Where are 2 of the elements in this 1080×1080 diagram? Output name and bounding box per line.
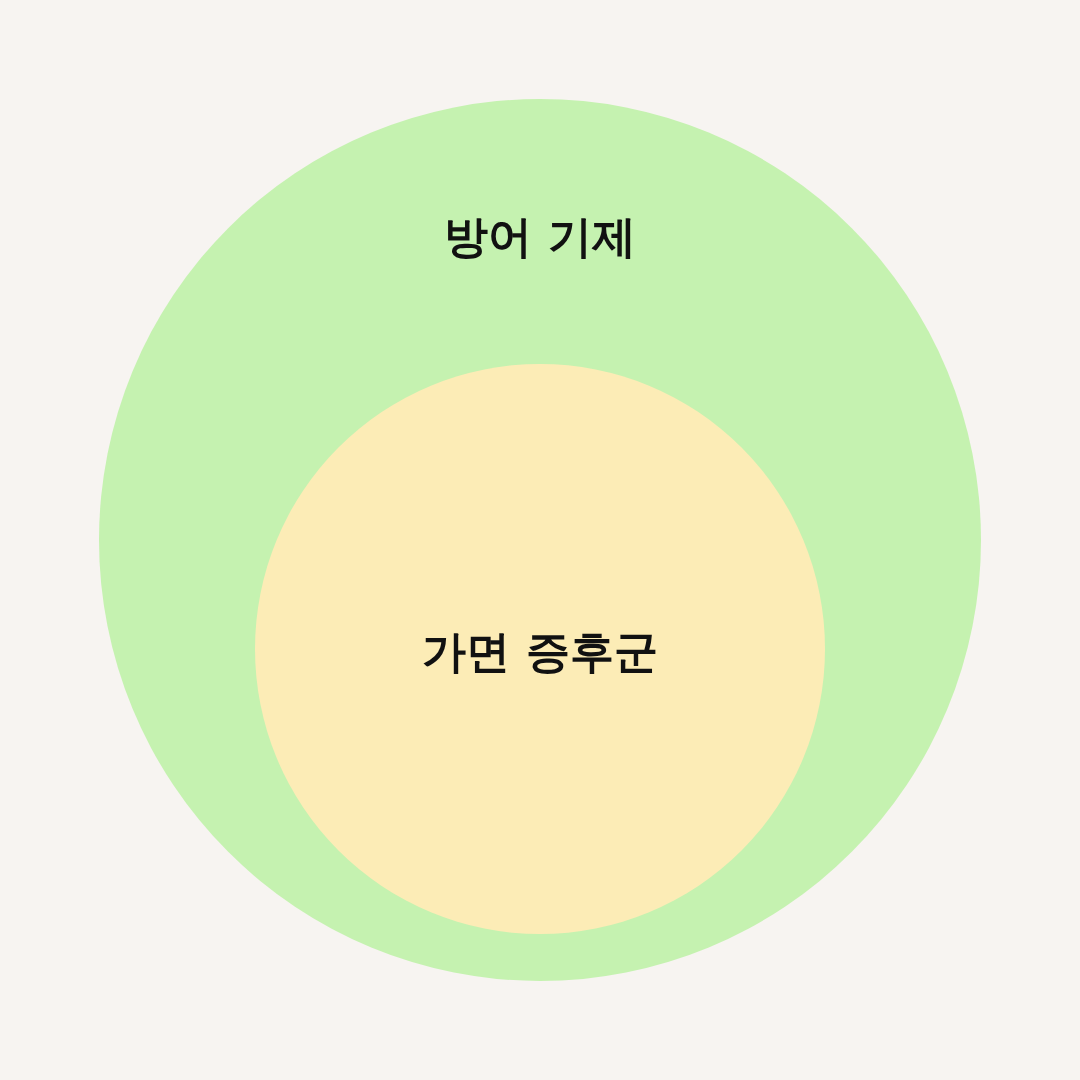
circle-label: 방어 기제 bbox=[444, 211, 636, 264]
circle-label: 가면 증후군 bbox=[422, 626, 658, 679]
